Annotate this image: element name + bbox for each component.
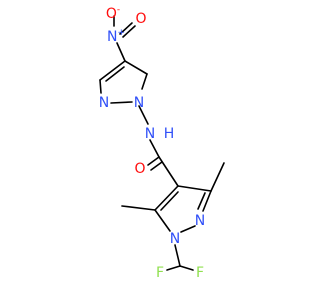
atom-n2: N [99,95,109,111]
atom-o2: O [135,11,146,27]
bond-c5b-c4b [154,185,179,211]
bond-c3b-n4 [202,190,212,212]
bond-c5b-methyl [121,205,156,211]
atom-labels: O- N+ O N N N H O N N F F [99,5,205,281]
bonds [99,15,225,271]
atom-f2: F [196,265,204,281]
bond-n2-n3 [110,101,133,104]
atom-f1: F [156,265,164,281]
bond-n1-o2a [119,22,133,35]
bond-nh-c [149,139,160,158]
bond-c3b-n4-inner [197,192,206,210]
bond-n1-o2b [122,25,136,38]
bond-c3-n2 [99,79,102,94]
bond-n4-n5 [180,225,196,233]
bond-c4-c3-inner [105,66,125,82]
atom-o1: O- [106,5,120,22]
molecule-diagram: O- N+ O N N N H O N N F F [99,5,225,281]
bond-c4b-c3b [177,185,212,192]
bond-c4-c5 [124,60,148,75]
bond-c-f2 [179,265,194,271]
bond-c-f1 [166,265,181,271]
bond-n5-chf2 [174,244,181,267]
atom-n3: N [134,95,144,111]
atom-n5: N [170,231,180,247]
bond-n5-c5b [154,209,171,232]
atom-h: H [164,126,175,142]
atom-n4: N [195,213,205,229]
bond-n3-nh [138,105,149,125]
atom-nh: N [145,126,155,142]
bond-c-c4b [158,156,179,187]
bond-n1-c4 [116,42,126,62]
atom-n1: N+ [107,28,125,45]
bond-c3b-methyl [210,162,225,192]
bond-c-o-a [147,156,160,166]
bond-c5-n3 [141,73,148,90]
bond-c5b-c4b-inner [160,191,179,211]
bond-c4-c3 [99,60,126,81]
bond-c-o-b [150,161,163,171]
atom-o3: O [134,161,145,177]
